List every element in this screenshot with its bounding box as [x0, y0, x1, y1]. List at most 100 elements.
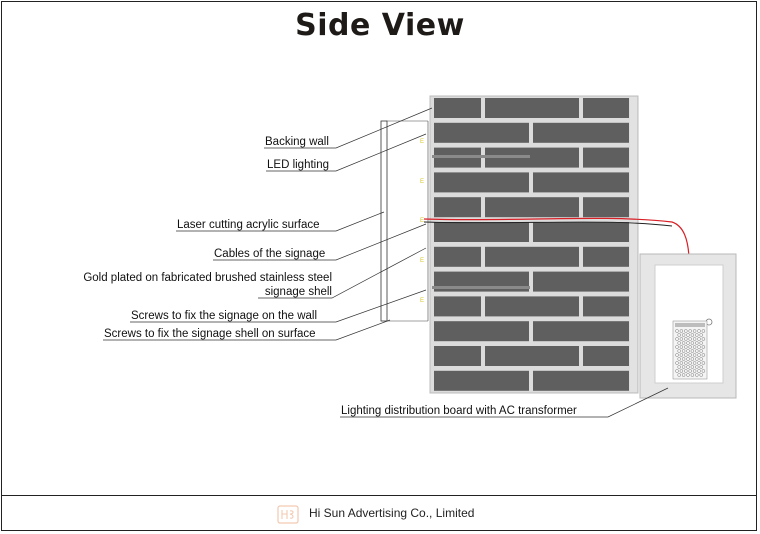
transformer-mesh-cell	[686, 365, 690, 369]
transformer-mesh-cell	[679, 345, 684, 349]
brick	[533, 370, 629, 391]
label-gold-plated: Gold plated on fabricated brushed stainl…	[57, 272, 332, 299]
brick	[434, 370, 529, 391]
leader-gold-plated	[258, 247, 427, 299]
transformer-mesh-cell	[701, 361, 706, 365]
transformer-mesh-cell	[675, 369, 679, 373]
label-backing-wall: Backing wall	[265, 136, 329, 148]
transformer-mesh-cell	[686, 341, 690, 345]
transformer-mesh-cell	[684, 369, 688, 373]
transformer-mesh-cell	[697, 361, 701, 365]
brick	[434, 122, 529, 143]
transformer-mesh-cell	[701, 353, 706, 357]
transformer-mesh-cell	[686, 333, 690, 337]
signage-cable	[423, 221, 673, 227]
brick	[485, 246, 579, 267]
transformer-mesh-cell	[681, 333, 686, 337]
wall-edge	[630, 97, 637, 392]
leader-led	[266, 133, 427, 172]
transformer-mesh-cell	[681, 349, 686, 353]
footer-divider	[1, 495, 757, 496]
transformer-mesh-cell	[697, 329, 701, 333]
brick	[434, 222, 529, 242]
ac-transformer	[672, 320, 708, 380]
transformer-mesh-cell	[686, 349, 690, 353]
brick	[583, 197, 629, 218]
transformer-mesh-cell	[677, 333, 681, 337]
label-screws-wall: Screws to fix the signage on the wall	[131, 310, 318, 322]
brick-pattern	[434, 97, 637, 392]
transformer-mesh-cell	[701, 329, 706, 333]
brick	[583, 346, 629, 366]
led-markers: E E E E E	[420, 139, 424, 304]
brick	[485, 296, 579, 317]
brick	[533, 222, 629, 242]
transformer-mesh-cell	[681, 373, 686, 377]
transformer-mesh-cell	[699, 373, 703, 377]
brick	[434, 296, 481, 317]
label-distribution-board: Lighting distribution board with AC tran…	[341, 405, 577, 417]
brick	[434, 197, 481, 218]
transformer-mesh-cell	[684, 345, 688, 349]
transformer-mesh-cell	[690, 357, 695, 361]
transformer-mesh-cell	[675, 361, 679, 365]
label-laser-cutting: Laser cutting acrylic surface	[177, 219, 320, 231]
brick	[434, 346, 481, 366]
transformer-mesh-cell	[684, 329, 688, 333]
transformer-mesh-cell	[679, 369, 684, 373]
led-marker: E	[420, 139, 424, 145]
transformer-mesh-cell	[688, 329, 692, 333]
screw	[432, 286, 530, 289]
transformer-mesh-cell	[690, 373, 695, 377]
brick	[485, 98, 579, 118]
transformer-mesh-cell	[679, 361, 684, 365]
brick	[533, 172, 629, 193]
transformer-mesh-cell	[679, 337, 684, 341]
company-logo-icon	[277, 505, 299, 524]
transformer-mesh-cell	[695, 357, 699, 361]
transformer-mesh-cell	[697, 369, 701, 373]
transformer-mesh-cell	[701, 337, 706, 341]
leader-screws-wall	[130, 289, 427, 323]
transformer-mesh-cell	[684, 361, 688, 365]
transformer-mesh-cell	[684, 337, 688, 341]
screw	[432, 155, 530, 158]
footer: Hi Sun Advertising Co., Limited	[0, 496, 760, 532]
transformer-mesh-cell	[688, 369, 692, 373]
transformer-mesh-cell	[699, 341, 703, 345]
leader-lines	[103, 107, 669, 418]
brick	[583, 98, 629, 118]
brick	[434, 172, 529, 193]
led-marker: E	[420, 258, 424, 264]
transformer-mesh-cell	[699, 357, 703, 361]
label-screws-shell: Screws to fix the signage shell on surfa…	[104, 328, 316, 340]
leader-cables	[213, 223, 427, 261]
brick	[583, 147, 629, 168]
brick	[583, 246, 629, 267]
transformer-header	[675, 323, 705, 327]
transformer-mesh-cell	[690, 349, 695, 353]
transformer-mesh-cell	[697, 337, 701, 341]
led-marker: E	[420, 218, 424, 224]
leader-screws-shell	[103, 319, 391, 341]
brick	[485, 346, 579, 366]
transformer-mesh-cell	[695, 373, 699, 377]
transformer-mesh-cell	[677, 349, 681, 353]
transformer-mesh-cell	[675, 329, 679, 333]
transformer-mesh-cell	[675, 337, 679, 341]
led-marker: E	[420, 298, 424, 304]
transformer-mesh-cell	[677, 365, 681, 369]
label-gold-plated-line2: signage shell	[264, 286, 332, 298]
brick	[533, 321, 629, 342]
transformer-mesh-cell	[675, 345, 679, 349]
transformer-mesh-cell	[692, 345, 697, 349]
leader-laser-cutting	[176, 211, 385, 232]
transformer-mesh-cell	[686, 357, 690, 361]
transformer-mesh-cell	[690, 365, 695, 369]
transformer-mesh-cell	[692, 369, 697, 373]
label-gold-plated-line1: Gold plated on fabricated brushed stainl…	[83, 272, 332, 284]
transformer-mesh-cell	[692, 353, 697, 357]
transformer-mesh-cell	[690, 333, 695, 337]
backing-wall	[429, 95, 639, 394]
